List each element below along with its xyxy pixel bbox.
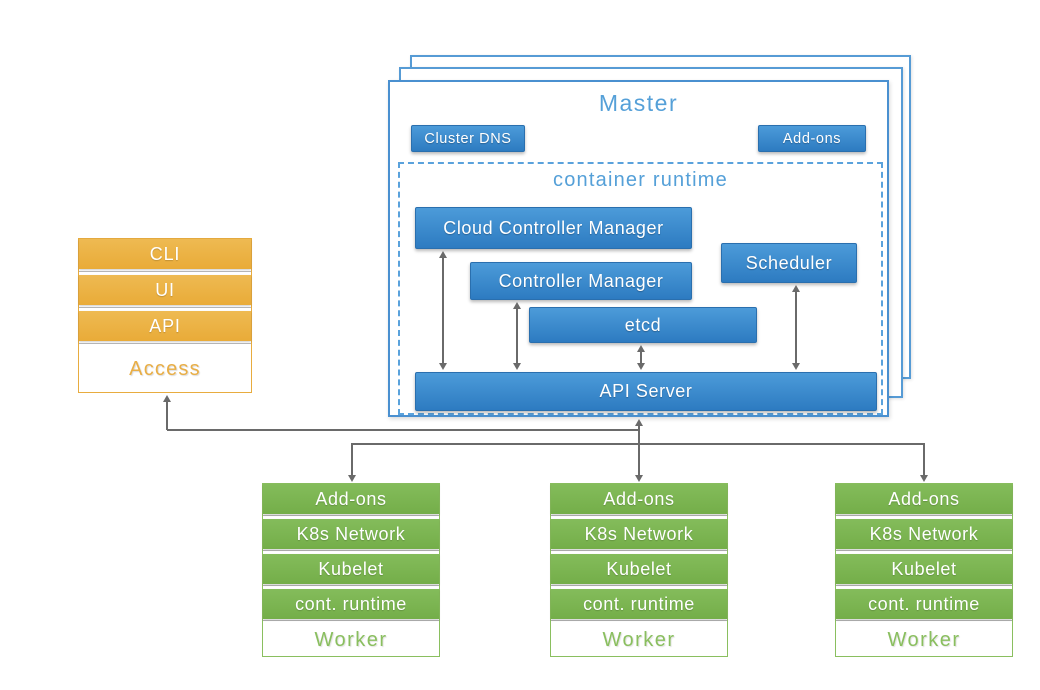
worker-item-addons: Add-ons — [836, 484, 1012, 514]
component-controller-manager: Controller Manager — [470, 262, 692, 300]
row-separator — [79, 269, 251, 275]
worker-item-cont-runtime: cont. runtime — [263, 589, 439, 619]
row-separator — [79, 305, 251, 311]
arrow-to-access — [163, 395, 171, 430]
worker-title: Worker — [887, 628, 961, 651]
worker-item-cont-runtime: cont. runtime — [551, 589, 727, 619]
worker-item-addons: Add-ons — [551, 484, 727, 514]
row-separator — [551, 514, 727, 519]
row-separator — [836, 514, 1012, 519]
row-separator — [79, 341, 251, 347]
row-separator — [263, 619, 439, 624]
arrow-scheduler-apiserver — [792, 285, 800, 370]
row-separator — [836, 619, 1012, 624]
component-api-server: API Server — [415, 372, 877, 411]
component-etcd: etcd — [529, 307, 757, 343]
cluster-dns-box: Cluster DNS — [411, 125, 525, 152]
worker-item-k8s-network: K8s Network — [836, 519, 1012, 549]
master-panel: Master Cluster DNS Add-ons container run… — [388, 80, 889, 417]
arrow-cm-apiserver — [513, 302, 521, 370]
row-separator — [551, 584, 727, 589]
row-separator — [263, 549, 439, 554]
arrow-apiserver-worker-2 — [635, 419, 643, 482]
row-separator — [836, 549, 1012, 554]
access-item-ui: UI — [79, 275, 251, 305]
worker-item-kubelet: Kubelet — [836, 554, 1012, 584]
arrow-etcd-apiserver — [637, 345, 645, 370]
worker-item-k8s-network: K8s Network — [551, 519, 727, 549]
row-separator — [263, 514, 439, 519]
master-addons-box: Add-ons — [758, 125, 866, 152]
arrow-ccm-apiserver — [439, 251, 447, 370]
worker-item-cont-runtime: cont. runtime — [836, 589, 1012, 619]
worker-item-addons: Add-ons — [263, 484, 439, 514]
row-separator — [551, 619, 727, 624]
worker-item-kubelet: Kubelet — [551, 554, 727, 584]
worker-stack-1: Add-ons K8s Network Kubelet cont. runtim… — [262, 483, 440, 657]
worker-title: Worker — [602, 628, 676, 651]
row-separator — [263, 584, 439, 589]
worker-item-k8s-network: K8s Network — [263, 519, 439, 549]
arrow-to-worker-3 — [920, 443, 928, 482]
connector-apiserver-access-line — [167, 429, 640, 431]
container-runtime-box: container runtime Cloud Controller Manag… — [398, 162, 883, 415]
row-separator — [551, 549, 727, 554]
worker-stack-2: Add-ons K8s Network Kubelet cont. runtim… — [550, 483, 728, 657]
worker-item-kubelet: Kubelet — [263, 554, 439, 584]
component-cloud-controller-manager: Cloud Controller Manager — [415, 207, 692, 249]
access-item-api: API — [79, 311, 251, 341]
container-runtime-title: container runtime — [553, 169, 728, 191]
access-stack: CLI UI API Access — [78, 238, 252, 393]
master-title: Master — [598, 90, 679, 116]
worker-stack-3: Add-ons K8s Network Kubelet cont. runtim… — [835, 483, 1013, 657]
row-separator — [836, 584, 1012, 589]
access-title: Access — [129, 358, 201, 380]
worker-title: Worker — [314, 628, 388, 651]
arrow-to-worker-1 — [348, 443, 356, 482]
access-item-cli: CLI — [79, 239, 251, 269]
component-scheduler: Scheduler — [721, 243, 857, 283]
